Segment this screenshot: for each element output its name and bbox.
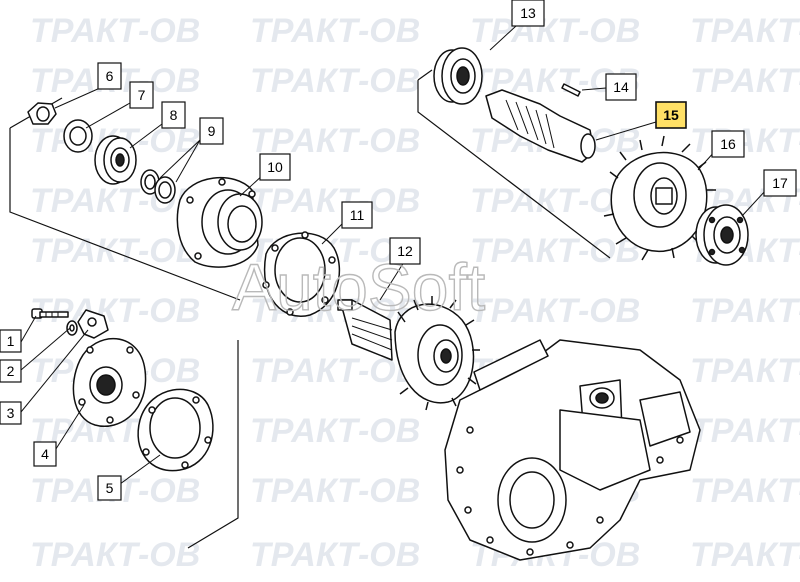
callout-14[interactable]: 14 bbox=[605, 73, 637, 101]
callout-17[interactable]: 17 bbox=[763, 169, 797, 197]
callout-12[interactable]: 12 bbox=[389, 237, 421, 265]
callout-number: 17 bbox=[772, 175, 788, 191]
gasket-ring-part bbox=[262, 231, 341, 317]
watermark-text: ТРАКТ-ОВ bbox=[470, 232, 640, 270]
callout-number: 8 bbox=[170, 107, 178, 123]
watermark-text: ТРАКТ-ОВ bbox=[30, 12, 200, 50]
grouping-frame-lines bbox=[9, 69, 611, 549]
watermark-text: ТРАКТ-ОВ bbox=[30, 536, 200, 574]
callout-labels: 1 2 3 4 5 6 7 8 bbox=[0, 0, 797, 501]
watermark-text: ТРАКТ-ОВ bbox=[250, 536, 420, 574]
watermark-text: ТРАКТ-ОВ bbox=[690, 62, 800, 100]
callout-number: 3 bbox=[7, 405, 15, 421]
watermark-text: ТРАКТ-ОВ bbox=[690, 122, 800, 160]
watermark-text: ТРАКТ-ОВ bbox=[30, 292, 200, 330]
pin-part bbox=[561, 83, 581, 97]
callout-number: 11 bbox=[350, 207, 365, 223]
autosoft-watermark: AutoSoft bbox=[232, 250, 485, 324]
differential-housing bbox=[444, 339, 701, 561]
watermark-text: ТРАКТ-ОВ bbox=[690, 412, 800, 450]
callout-6[interactable]: 6 bbox=[97, 62, 122, 90]
watermark-text: ТРАКТ-ОВ bbox=[470, 292, 640, 330]
callout-10[interactable]: 10 bbox=[259, 153, 291, 181]
callout-13[interactable]: 13 bbox=[511, 0, 545, 27]
watermark-text: ТРАКТ-ОВ bbox=[690, 292, 800, 330]
watermark-text: ТРАКТ-ОВ bbox=[250, 472, 420, 510]
watermark-text: ТРАКТ-ОВ bbox=[30, 232, 200, 270]
callout-2[interactable]: 2 bbox=[0, 359, 22, 383]
flange-housing-part bbox=[72, 337, 147, 427]
bracket-part bbox=[77, 309, 109, 339]
washer-part bbox=[66, 320, 78, 336]
callout-number: 2 bbox=[7, 363, 15, 379]
bearing-part bbox=[695, 204, 749, 266]
watermark-text: ТРАКТ-ОВ bbox=[690, 536, 800, 574]
watermark-text: ТРАКТ-ОВ bbox=[470, 12, 640, 50]
callout-number: 7 bbox=[138, 87, 146, 103]
callout-3[interactable]: 3 bbox=[0, 401, 22, 425]
callout-1[interactable]: 1 bbox=[0, 329, 22, 353]
callout-number: 4 bbox=[41, 446, 49, 462]
callout-15-highlighted[interactable]: 15 bbox=[655, 101, 687, 129]
nut-part bbox=[27, 102, 57, 125]
callout-number: 5 bbox=[106, 480, 114, 496]
callout-number: 6 bbox=[106, 68, 114, 84]
bearing-part bbox=[433, 47, 483, 105]
callout-8[interactable]: 8 bbox=[161, 101, 186, 129]
callout-7[interactable]: 7 bbox=[129, 81, 154, 109]
watermark-text: ТРАКТ-ОВ bbox=[250, 62, 420, 100]
shim-part bbox=[140, 169, 176, 204]
ring-gear-part bbox=[603, 135, 716, 261]
callout-number: 12 bbox=[397, 243, 413, 259]
watermark-text: ТРАКТ-ОВ bbox=[690, 472, 800, 510]
bearing-part bbox=[94, 135, 137, 185]
pinion-gear-part bbox=[337, 296, 480, 411]
watermark-text: ТРАКТ-ОВ bbox=[690, 352, 800, 390]
drive-gear-part bbox=[485, 89, 596, 163]
callout-number: 13 bbox=[520, 5, 536, 21]
watermark-text: ТРАКТ-ОВ bbox=[250, 412, 420, 450]
callout-number: 9 bbox=[208, 123, 216, 139]
gasket-part bbox=[137, 388, 214, 472]
callout-number: 1 bbox=[7, 333, 15, 349]
bearing-housing-part bbox=[176, 176, 263, 268]
callout-number: 10 bbox=[267, 159, 283, 175]
watermark-text: ТРАКТ-ОВ bbox=[250, 352, 420, 390]
callout-number: 15 bbox=[663, 107, 679, 123]
lock-washer-part bbox=[63, 119, 93, 153]
callout-4[interactable]: 4 bbox=[33, 441, 57, 467]
callout-number: 16 bbox=[720, 136, 736, 152]
callout-number: 14 bbox=[613, 79, 629, 95]
bolt-part bbox=[31, 308, 69, 319]
watermark-text: ТРАКТ-ОВ bbox=[250, 182, 420, 220]
callout-9[interactable]: 9 bbox=[199, 117, 224, 145]
watermark-text: ТРАКТ-ОВ bbox=[690, 12, 800, 50]
callout-11[interactable]: 11 bbox=[341, 201, 373, 229]
callout-5[interactable]: 5 bbox=[97, 475, 122, 501]
watermark-text: ТРАКТ-ОВ bbox=[250, 12, 420, 50]
callout-16[interactable]: 16 bbox=[711, 130, 745, 158]
